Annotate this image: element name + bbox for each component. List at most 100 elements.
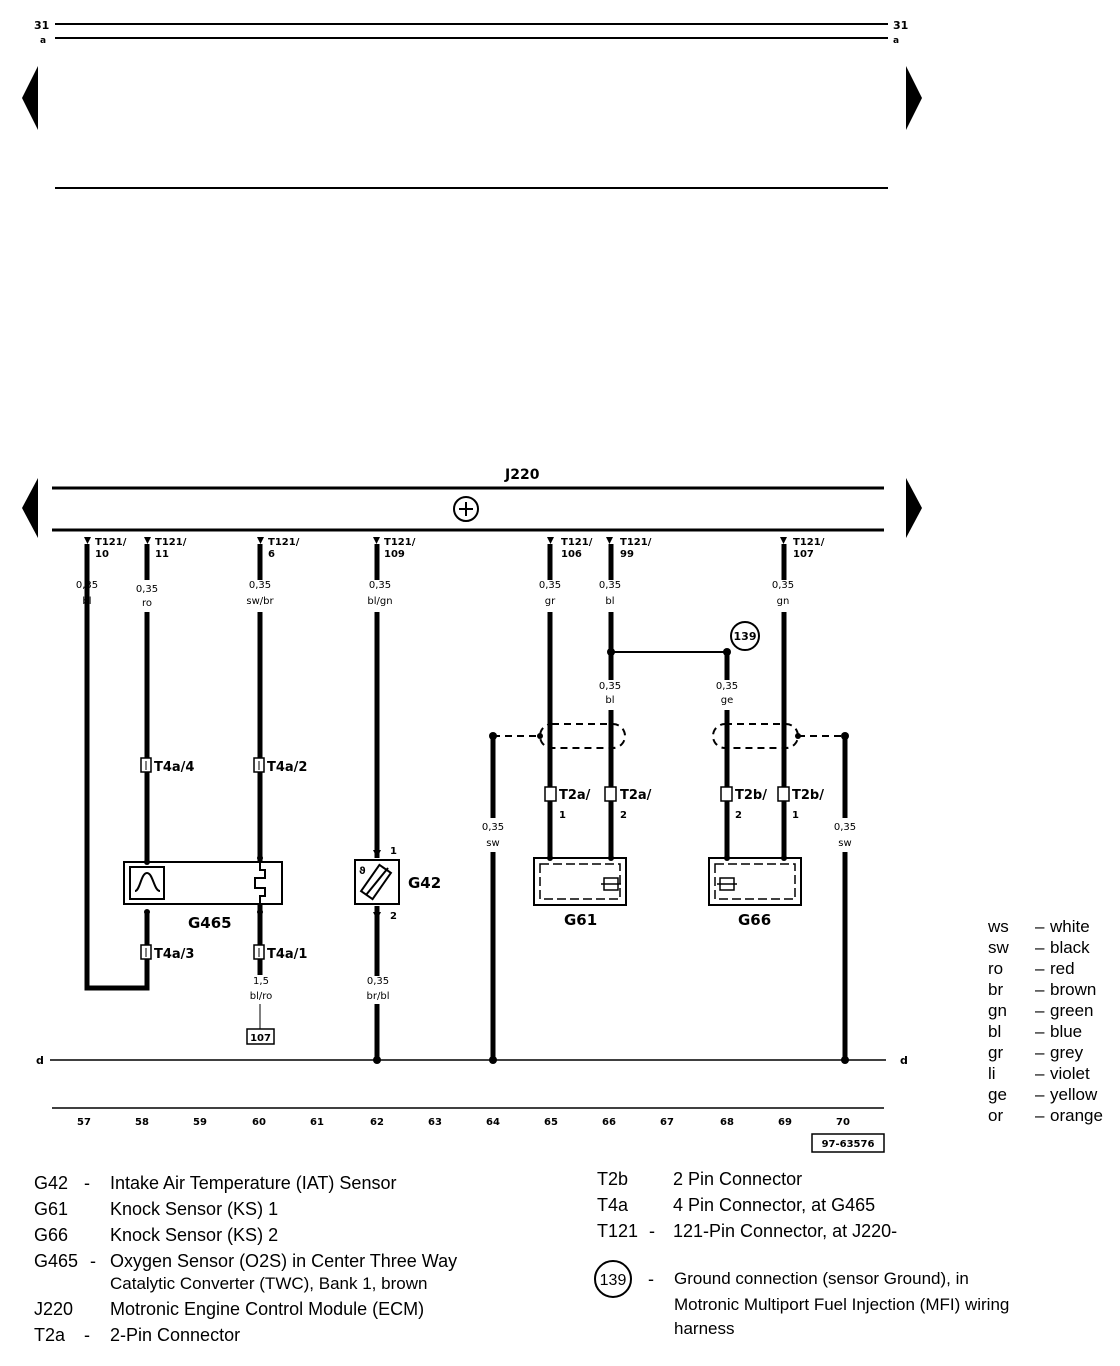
wire-size-label: 0,35 (369, 580, 391, 591)
wire-color-label: bl (605, 695, 614, 706)
ref-box-107-label: 107 (250, 1033, 271, 1044)
ground-legend-line: Motronic Multiport Fuel Injection (MFI) … (674, 1295, 1010, 1314)
ground-legend-dash: - (648, 1269, 654, 1289)
svg-text:62: 62 (370, 1117, 384, 1128)
wire-size-label: 0,35 (249, 580, 271, 591)
wire-group (84, 544, 848, 1060)
wire-color-label: bl/gn (367, 596, 392, 607)
svg-text:1: 1 (559, 810, 566, 821)
wire-size-label: 0,35 (599, 580, 621, 591)
wire-color-label: gn (777, 596, 790, 607)
junction-dot (841, 1056, 849, 1064)
ground-legend-symbol (594, 1260, 632, 1298)
ground-line-label-right: d (900, 1054, 908, 1067)
component-g66: G66 (708, 855, 802, 929)
shield-g61 (493, 723, 626, 749)
connector-t4a1: T4a/1 (253, 944, 307, 962)
svg-text:1: 1 (792, 810, 799, 821)
svg-text:T4a/3: T4a/3 (154, 947, 194, 962)
wire-color-label: sw (838, 838, 851, 849)
g42-pin-2: 2 (390, 911, 397, 922)
wire-color-label: bl/ro (250, 991, 273, 1002)
ground-139-label: 139 (734, 630, 757, 643)
wire-size-label: 0,35 (834, 822, 856, 833)
pin-t121-109: T121/ 109 (373, 537, 416, 560)
junction-dot (841, 732, 849, 740)
svg-text:66: 66 (602, 1117, 616, 1128)
svg-text:T121/: T121/ (155, 537, 187, 548)
component-label-g66: G66 (738, 911, 771, 929)
svg-text:T2a/: T2a/ (620, 788, 652, 803)
svg-text:T121/: T121/ (268, 537, 300, 548)
svg-text:68: 68 (720, 1117, 734, 1128)
svg-text:6: 6 (268, 549, 275, 560)
pin-t121-6: T121/ 6 (257, 537, 300, 560)
svg-text:107: 107 (793, 549, 814, 560)
component-label-g42: G42 (408, 874, 441, 892)
prev-page-arrow-icon[interactable] (22, 478, 38, 538)
junction-dot (723, 648, 731, 656)
wire-size-label: 0,35 (539, 580, 561, 591)
svg-text:61: 61 (310, 1117, 324, 1128)
track-numbers: 57 58 59 60 61 62 63 64 65 66 67 68 69 7… (77, 1117, 850, 1128)
svg-text:99: 99 (620, 549, 634, 560)
svg-text:T121/: T121/ (561, 537, 593, 548)
wire-size-label: 0,35 (136, 584, 158, 595)
svg-text:69: 69 (778, 1117, 792, 1128)
svg-text:2: 2 (735, 810, 742, 821)
wire-color-label: ro (142, 598, 152, 609)
junction-dot (489, 732, 497, 740)
connector-t4a3: T4a/3 (140, 944, 194, 962)
svg-text:58: 58 (135, 1117, 149, 1128)
svg-text:109: 109 (384, 549, 405, 560)
connector-t4a2: T4a/2 (253, 757, 307, 775)
svg-text:106: 106 (561, 549, 582, 560)
connector-t2a-1: T2a/ 1 (544, 786, 591, 821)
svg-text:T4a/4: T4a/4 (154, 760, 194, 775)
junction-dot (607, 648, 615, 656)
svg-text:T4a/2: T4a/2 (267, 760, 307, 775)
prev-page-arrow-icon[interactable] (22, 66, 38, 130)
wire-color-label: bl (605, 596, 614, 607)
svg-text:T121/: T121/ (793, 537, 825, 548)
svg-text:ϑ: ϑ (359, 866, 366, 877)
pin-t121-11: T121/ 11 (144, 537, 187, 560)
ref-label-right-a: a (893, 36, 899, 46)
svg-text:59: 59 (193, 1117, 207, 1128)
svg-text:11: 11 (155, 549, 169, 560)
connector-t2b-2: T2b/ 2 (720, 786, 767, 821)
next-page-arrow-icon[interactable] (906, 478, 922, 538)
svg-text:65: 65 (544, 1117, 558, 1128)
svg-text:T2b/: T2b/ (792, 788, 824, 803)
svg-text:T2a/: T2a/ (559, 788, 591, 803)
svg-text:10: 10 (95, 549, 109, 560)
svg-text:T121/: T121/ (95, 537, 127, 548)
module-label-j220: J220 (504, 467, 540, 483)
pin-t121-10: T121/ 10 (84, 537, 127, 560)
component-label-g465: G465 (188, 914, 232, 932)
svg-text:T2b/: T2b/ (735, 788, 767, 803)
pin-t121-99: T121/ 99 (606, 537, 652, 560)
ref-label-right-31: 31 (893, 19, 908, 32)
shield-g66 (712, 723, 845, 749)
wire-color-label: sw/br (246, 596, 274, 607)
svg-text:67: 67 (660, 1117, 674, 1128)
svg-text:2: 2 (620, 810, 627, 821)
figure-id: 97-63576 (822, 1139, 875, 1150)
svg-text:70: 70 (836, 1117, 850, 1128)
ground-139-symbol (730, 621, 760, 651)
wire-color-label: sw (486, 838, 499, 849)
ref-label-left-a: a (40, 36, 46, 46)
svg-text:T121/: T121/ (384, 537, 416, 548)
wire-size-label: 0,35 (367, 976, 389, 987)
junction-dot (489, 1056, 497, 1064)
figure-id-box (811, 1133, 885, 1153)
wire-size-label: 0,35 (599, 681, 621, 692)
connector-t2b-1: T2b/ 1 (777, 786, 824, 821)
connector-t2a-2: T2a/ 2 (604, 786, 652, 821)
junction-dot (795, 733, 801, 739)
ground-legend-number: 139 (600, 1272, 627, 1289)
svg-text:64: 64 (486, 1117, 500, 1128)
ecm-symbol-icon (453, 496, 479, 522)
next-page-arrow-icon[interactable] (906, 66, 922, 130)
